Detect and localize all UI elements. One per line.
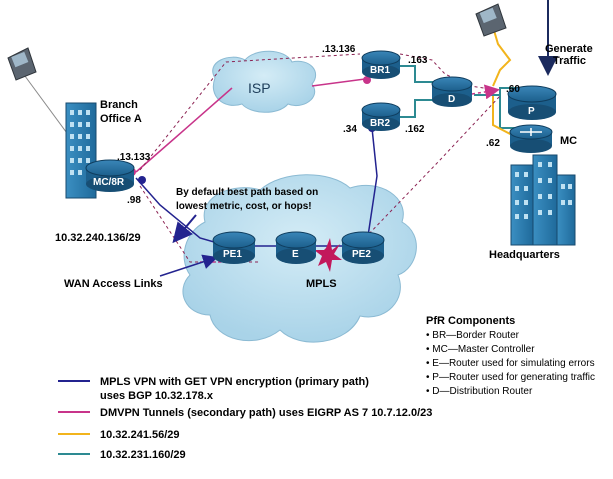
router-label-p: P <box>528 106 535 117</box>
pfr-component-item: • MC—Master Controller <box>426 344 535 355</box>
dmvpn-tunnel <box>135 78 366 173</box>
router-br2[interactable]: BR2 <box>361 102 401 131</box>
headquarters-label: Headquarters <box>489 249 560 261</box>
router-br1[interactable]: BR1 <box>361 50 401 79</box>
isp-cloud <box>212 50 317 113</box>
addr-mc-left: .62 <box>486 138 500 149</box>
router-label-br2: BR2 <box>370 118 390 129</box>
legend: MPLS VPN with GET VPN encryption (primar… <box>58 376 432 461</box>
router-label-br1: BR1 <box>370 65 390 76</box>
note-line-1: By default best path based on <box>176 187 318 198</box>
addr-br1-left: .13.136 <box>322 44 356 55</box>
router-e[interactable]: E <box>275 231 317 264</box>
legend-dmvpn-line: DMVPN Tunnels (secondary path) uses EIGR… <box>100 407 432 419</box>
branch-building-icon <box>65 102 97 199</box>
isp-label: ISP <box>248 80 271 96</box>
legend-mpls-line-1: MPLS VPN with GET VPN encryption (primar… <box>100 376 369 388</box>
addr-branch-98: .98 <box>127 195 141 206</box>
error-burst-icon <box>314 238 342 272</box>
pfr-component-item: • D—Distribution Router <box>426 386 533 397</box>
pfr-component-item: • E—Router used for simulating errors <box>426 358 595 369</box>
pfr-components-title: PfR Components <box>426 315 515 327</box>
router-label-pe1: PE1 <box>223 249 242 260</box>
dashed-arrow-to-p <box>471 84 500 100</box>
branch-subnet-label: 10.32.240.136/29 <box>55 232 141 244</box>
blue-endpoint-branch <box>138 176 146 184</box>
note-line-2: lowest metric, cost, or hops! <box>176 201 312 212</box>
mc-label: MC <box>560 135 577 147</box>
legend-mpls-line-2: uses BGP 10.32.178.x <box>100 390 214 402</box>
hq-building-icon <box>510 154 576 246</box>
generate-traffic-label-1: Generate <box>545 43 593 55</box>
wan-access-label: WAN Access Links <box>64 278 163 290</box>
legend-yellow-line: 10.32.241.56/29 <box>100 429 180 441</box>
pink-endpoint-br1 <box>363 76 371 84</box>
pfr-component-item: • P—Router used for generating traffic <box>426 372 595 383</box>
router-p[interactable]: P <box>507 85 557 120</box>
router-label-pe2: PE2 <box>352 249 371 260</box>
router-d[interactable]: D <box>431 76 473 107</box>
pfr-component-item: • BR—Border Router <box>426 330 520 341</box>
wan-access-arrow <box>159 254 218 277</box>
addr-br2-left: .34 <box>343 124 357 135</box>
pfr-components: PfR Components • BR—Border Router • MC—M… <box>426 315 595 397</box>
branch-office-label-2: Office A <box>100 113 142 125</box>
mc-server[interactable] <box>509 124 553 153</box>
addr-branch-133: .13.133 <box>117 152 151 163</box>
router-mc8r[interactable]: MC/8R <box>85 159 135 192</box>
router-pe2[interactable]: PE2 <box>341 231 385 264</box>
router-label-e: E <box>292 249 299 260</box>
router-label-mc8r: MC/8R <box>93 177 125 188</box>
ip-phone-icon-hq <box>475 3 507 37</box>
router-label-d: D <box>448 94 455 105</box>
legend-teal-line: 10.32.231.160/29 <box>100 449 186 461</box>
router-pe1[interactable]: PE1 <box>212 231 256 264</box>
note-arrow <box>172 214 197 244</box>
addr-br1-right: .163 <box>408 55 428 66</box>
yellow-links <box>492 26 513 136</box>
addr-br2-right: .162 <box>405 124 425 135</box>
addr-p-left: .60 <box>506 84 520 95</box>
ip-phone-icon-branch <box>7 47 37 81</box>
d-to-border-links <box>398 65 434 118</box>
mpls-label: MPLS <box>306 278 337 290</box>
generate-traffic-label-2: Traffic <box>553 55 586 67</box>
branch-office-label-1: Branch <box>100 99 138 111</box>
